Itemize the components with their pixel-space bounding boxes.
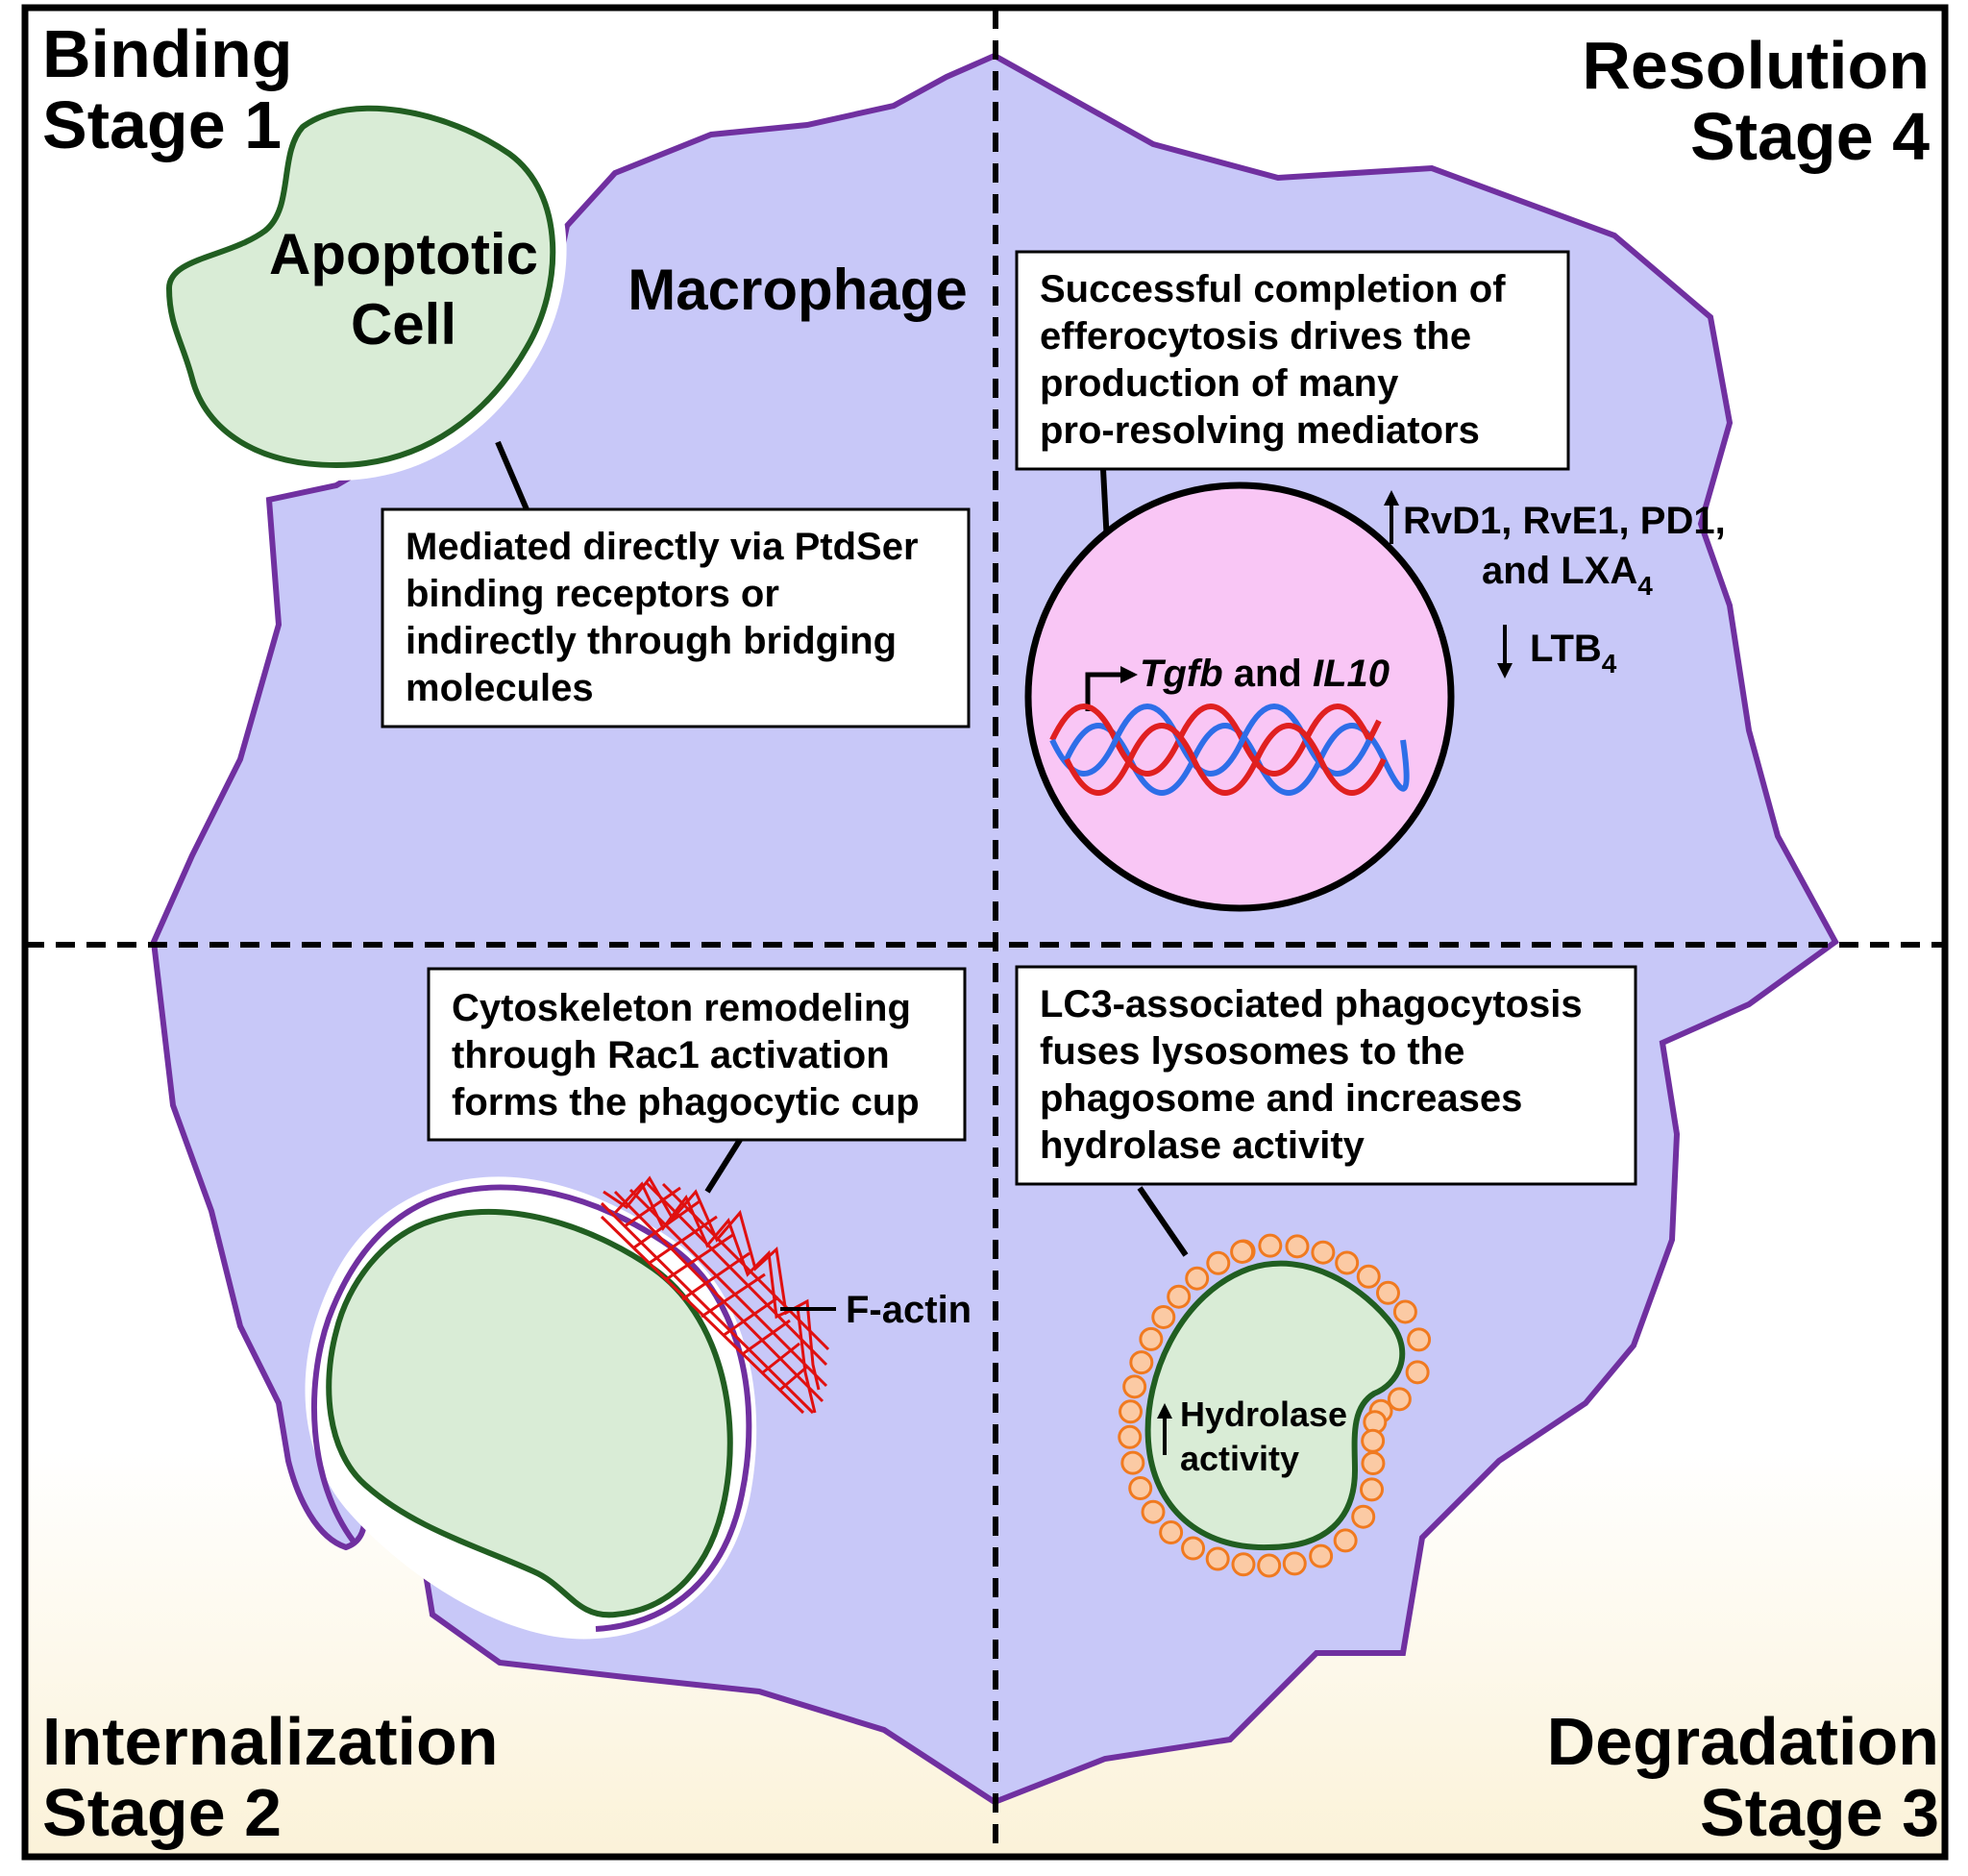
lysosome-icon [1407,1327,1432,1352]
mediators-up-line1: RvD1, RvE1, PD1, [1403,500,1726,542]
lysosome-icon [1351,1504,1376,1529]
lysosome-icon [1258,1233,1283,1258]
binding-info-box [381,507,971,728]
transcription-arrow-icon [1085,672,1126,711]
stage2-title: Internalization [42,1704,498,1779]
stage1-title: Binding [42,16,292,91]
gene-tgfb: Tgfb [1140,653,1223,695]
lysosome-icon [1361,1451,1386,1476]
dna-helix-icon [1049,704,1410,796]
down-arrow-icon [1497,625,1513,679]
hydrolase-label-line2: activity [1180,1439,1299,1478]
lysosome-icon [1128,1476,1153,1501]
stage1-number: Stage 1 [42,87,282,162]
phagocytic-cup-membrane [311,1184,752,1632]
lysosome-icon [1257,1553,1282,1578]
lysosome-icon [1311,1240,1336,1265]
lysosome-icon [1405,1360,1430,1385]
lysosome-icon [1185,1266,1210,1291]
phagolysosome [1144,1260,1406,1551]
apoptotic-cell-label-line1: Apoptotic [269,222,538,286]
apoptotic-cell-label-line2: Cell [351,292,456,357]
binding-callout-line [495,440,529,511]
lysosome-icon [1129,1350,1154,1375]
lysosome-icon [1387,1387,1412,1412]
stage3-title: Degradation [1547,1704,1939,1779]
lysosome-icon [1231,1552,1256,1577]
resolution-info-box [1015,250,1570,471]
mediators-up-line2: and LXA4 [1482,550,1653,601]
binding-box-text-3: indirectly through bridging [406,620,897,662]
binding-box-text-1: Mediated directly via PtdSer [406,526,919,568]
lysosome-icon [1151,1304,1176,1329]
resolution-box-text-1: Successful completion of [1040,268,1506,310]
lysosome-icon [1360,1477,1385,1502]
stage4-number: Stage 4 [1690,99,1930,174]
binding-box-text-4: molecules [406,667,594,709]
lysosome-icon [1361,1428,1386,1453]
lysosome-ring [1118,1233,1432,1578]
macrophage-nucleus [1024,481,1455,912]
lysosome-icon [1285,1234,1310,1259]
resolution-box-text-3: production of many [1040,362,1399,405]
up-arrow-icon [1384,490,1399,544]
lysosome-icon [1181,1536,1206,1561]
degradation-box-text-3: phagosome and increases [1040,1077,1522,1120]
lysosome-icon [1335,1250,1360,1275]
macrophage-label: Macrophage [627,258,967,322]
up-arrow-icon [1157,1403,1172,1455]
lysosome-icon [1119,1399,1144,1424]
binding-box-text-2: binding receptors or [406,573,779,615]
internalization-info-box [427,967,967,1142]
internalization-callout-line [704,1138,743,1194]
degradation-callout-line [1137,1186,1189,1257]
lysosome-icon [1159,1520,1184,1545]
lysosome-icon [1205,1546,1230,1571]
lysosome-icon [1120,1450,1145,1475]
internalization-box-text-1: Cytoskeleton remodeling [452,987,911,1029]
gene-il10: IL10 [1313,653,1390,695]
mediators-down: LTB4 [1530,628,1617,679]
degradation-box-text-1: LC3-associated phagocytosis [1040,983,1583,1025]
dna-strand-red [1049,704,1382,777]
lysosome-icon [1122,1374,1147,1399]
lysosome-icon [1167,1284,1192,1309]
degradation-box-text-4: hydrolase activity [1040,1124,1365,1167]
lysosome-icon [1118,1424,1143,1449]
internalization-box-text-2: through Rac1 activation [452,1034,890,1076]
degradation-info-box [1015,965,1637,1186]
lysosome-icon [1392,1299,1417,1324]
lysosome-icon [1282,1551,1307,1576]
lysosome-icon [1375,1280,1400,1305]
lysosome-icon [1230,1239,1255,1264]
lysosome-icon [1139,1326,1164,1351]
internalization-box-text-3: forms the phagocytic cup [452,1081,920,1123]
lysosome-icon [1206,1250,1231,1275]
resolution-box-text-2: efferocytosis drives the [1040,315,1471,358]
hydrolase-label-line1: Hydrolase [1180,1395,1347,1434]
stage2-number: Stage 2 [42,1775,282,1850]
stage4-title: Resolution [1582,28,1930,103]
f-actin-label: F-actin [846,1289,972,1331]
f-actin-mesh-icon [600,1175,830,1415]
degradation-box-text-2: fuses lysosomes to the [1040,1030,1464,1073]
lysosome-icon [1333,1528,1358,1553]
lysosome-icon [1141,1499,1166,1524]
lysosome-icon [1309,1543,1334,1568]
diagram-frame [21,4,1949,1861]
stage3-number: Stage 3 [1700,1775,1939,1850]
gene-label: Tgfb and IL10 [1140,653,1390,695]
resolution-box-text-4: pro-resolving mediators [1040,409,1480,452]
apoptotic-cell-stage1 [165,105,556,469]
lysosome-icon [1356,1264,1381,1289]
